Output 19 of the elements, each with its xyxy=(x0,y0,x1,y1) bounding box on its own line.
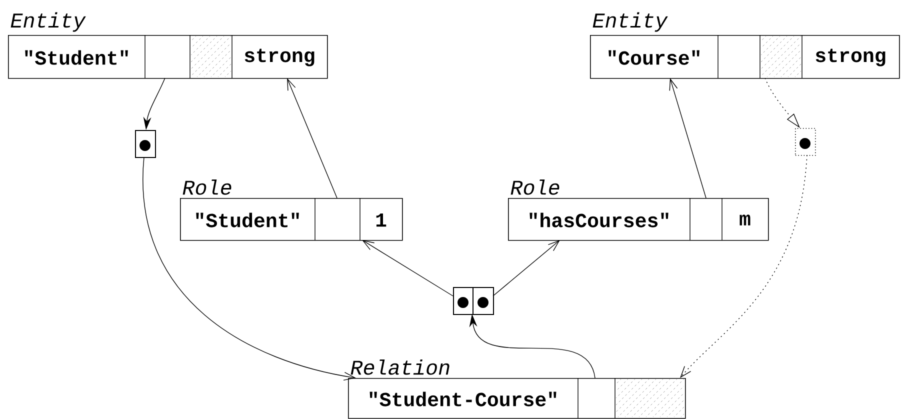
arrow xyxy=(492,240,560,296)
node-label: Entity xyxy=(592,12,668,32)
node-label: Role xyxy=(182,179,232,195)
pointer-box xyxy=(135,130,156,158)
record-box: Entity "Student" strong xyxy=(8,12,328,79)
arrow xyxy=(362,240,454,296)
node-label: Entity xyxy=(10,12,86,32)
pointer-box xyxy=(453,286,494,315)
arrow xyxy=(680,154,808,378)
pointer-box xyxy=(795,128,816,156)
node-label: Role xyxy=(510,179,560,195)
record-box: Role "Student" 1 xyxy=(180,179,403,241)
arrow xyxy=(142,156,356,381)
record-box: Role "hasCourses" m xyxy=(508,179,769,241)
record-box: Entity "Course" strong xyxy=(590,12,900,79)
record-box: Relation "Student-Course" xyxy=(348,359,686,419)
arrow xyxy=(669,78,706,198)
node-label: Relation xyxy=(350,359,450,375)
arrow xyxy=(287,78,338,198)
